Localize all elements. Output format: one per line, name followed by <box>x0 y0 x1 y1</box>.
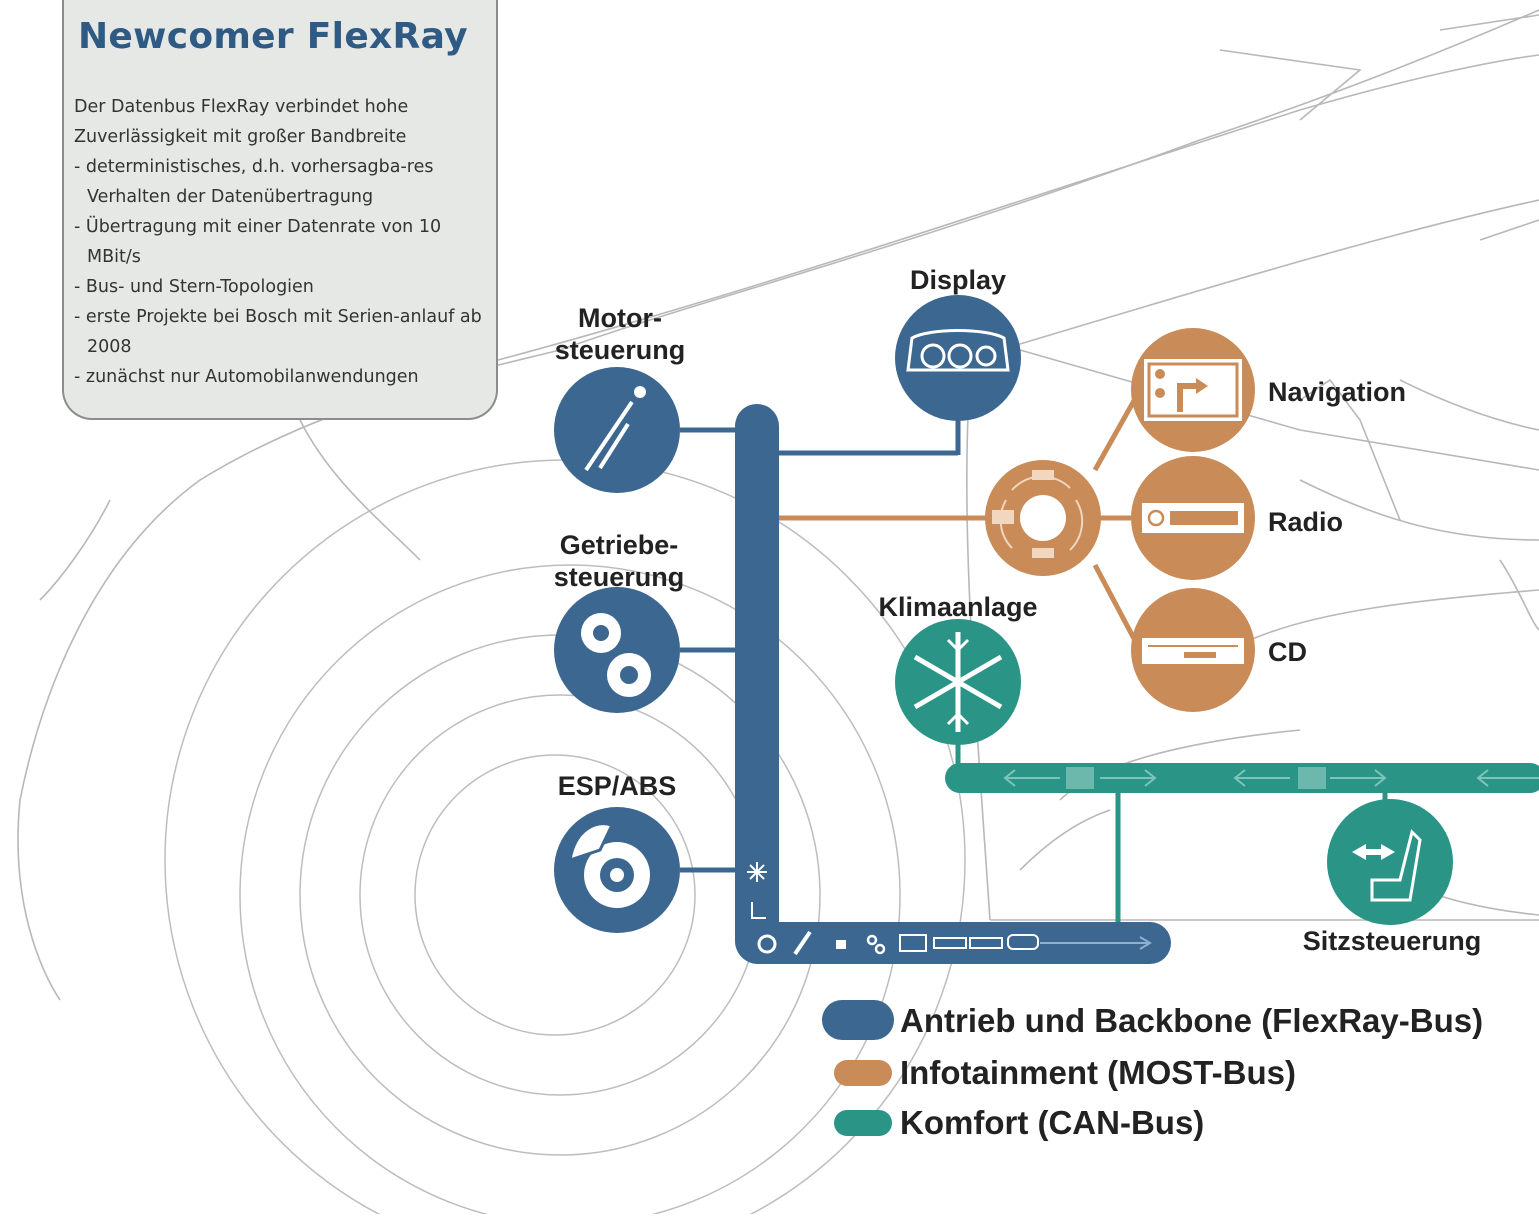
info-box: Newcomer FlexRay Der Datenbus FlexRay ve… <box>62 0 498 420</box>
legend-label-can: Komfort (CAN-Bus) <box>900 1104 1204 1141</box>
node-esp <box>554 807 680 933</box>
list-item: zunächst nur Automobilanwendungen <box>74 362 494 392</box>
car-outline <box>17 9 1539 1001</box>
legend-swatch-flexray <box>822 1000 894 1040</box>
label-motor-line2: steuerung <box>555 335 686 365</box>
flexray-bus <box>680 404 1171 964</box>
label-getriebe-line2: steuerung <box>554 562 685 592</box>
brake-disc-icon <box>568 822 650 908</box>
legend: Antrieb und Backbone (FlexRay-Bus) Infot… <box>822 1000 1483 1141</box>
cd-player-icon <box>1142 638 1244 664</box>
node-klima <box>895 619 1021 745</box>
node-motor <box>554 367 680 493</box>
list-item: Übertragung mit einer Datenrate von 10 M… <box>74 212 494 272</box>
label-motor-line1: Motor- <box>578 303 662 333</box>
info-box-intro: Der Datenbus FlexRay verbindet hohe Zuve… <box>74 97 409 147</box>
list-item: Bus- und Stern-Topologien <box>74 272 494 302</box>
label-navigation: Navigation <box>1268 377 1406 407</box>
radio-icon <box>1142 503 1244 533</box>
label-display: Display <box>910 265 1006 295</box>
dashboard-icon <box>906 329 1010 372</box>
node-navigation <box>1131 328 1255 452</box>
seat-icon <box>1352 829 1422 902</box>
node-sitz <box>1327 799 1453 925</box>
node-cd <box>1131 588 1255 712</box>
list-item: deterministisches, d.h. vorhersagba-res … <box>74 152 494 212</box>
legend-swatch-can <box>834 1110 892 1136</box>
node-display <box>895 295 1021 421</box>
list-item: erste Projekte bei Bosch mit Serien-anla… <box>74 302 494 362</box>
injector-icon <box>584 386 646 472</box>
legend-label-flexray: Antrieb und Backbone (FlexRay-Bus) <box>900 1002 1483 1039</box>
label-sitz: Sitzsteuerung <box>1303 926 1482 956</box>
label-klima: Klimaanlage <box>878 592 1037 622</box>
gears-icon <box>581 613 651 697</box>
info-box-title: Newcomer FlexRay <box>78 16 468 57</box>
legend-label-most: Infotainment (MOST-Bus) <box>900 1054 1296 1091</box>
navigation-icon <box>1144 359 1242 421</box>
node-radio <box>1131 456 1255 580</box>
can-bus <box>945 740 1539 922</box>
snowflake-icon <box>913 632 1003 732</box>
label-radio: Radio <box>1268 507 1343 537</box>
node-getriebe <box>554 587 680 713</box>
label-cd: CD <box>1268 637 1307 667</box>
info-box-list: deterministisches, d.h. vorhersagba-res … <box>74 152 494 392</box>
label-getriebe-line1: Getriebe- <box>560 530 679 560</box>
legend-swatch-most <box>834 1060 892 1086</box>
most-ring-hub <box>985 460 1101 576</box>
label-esp: ESP/ABS <box>558 771 677 801</box>
